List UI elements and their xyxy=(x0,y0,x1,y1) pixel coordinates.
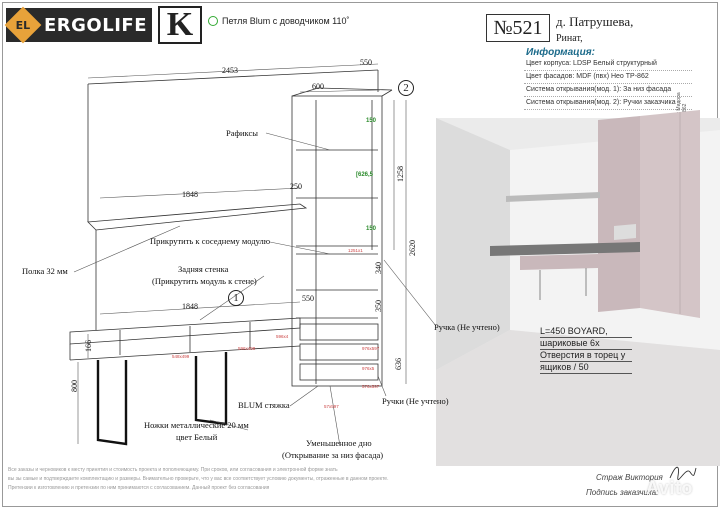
info-line: Цвет корпуса: LDSP Белый структурный xyxy=(524,58,692,71)
info-line: Система открывания(мод. 2): Ручки заказч… xyxy=(524,97,692,110)
dim-desk-height: 800 xyxy=(70,380,79,392)
room-render xyxy=(436,110,720,466)
k-mark: K xyxy=(158,6,202,44)
signature-label: Подпись заказчика: xyxy=(586,488,659,497)
customer-title: д. Патрушева, xyxy=(556,14,634,29)
order-number: №521 xyxy=(486,14,550,42)
label-blum-tie: BLUM стяжка xyxy=(238,400,290,410)
dim-total-height: 2620 xyxy=(408,240,417,256)
logo-text: ERGOLIFE xyxy=(44,14,147,36)
info-title: Информация: xyxy=(526,47,595,58)
avito-watermark: Avito xyxy=(646,478,693,498)
label-legs: Ножки металлические 20 мм xyxy=(144,420,249,430)
label-rafiks: Рафиксы xyxy=(226,128,258,138)
dim-section-a: 340 xyxy=(374,262,383,274)
dim-depth-top: 550 xyxy=(360,58,372,67)
ergolife-logo: EL ERGOLIFE xyxy=(4,6,152,44)
label-bottom: Уменьшенное дно xyxy=(306,438,372,448)
part-tag: 57x597 xyxy=(324,404,339,409)
customer-name: Ринат, xyxy=(556,33,583,44)
part-tag: 576x597 xyxy=(362,384,380,389)
circle-icon xyxy=(208,16,218,26)
dim-desk-top: 166 xyxy=(84,340,93,352)
dim-tower-height: 1258 xyxy=(396,166,405,182)
part-tag: 1251x1 xyxy=(348,248,363,253)
dim-shelf-length: 1848 xyxy=(182,190,198,199)
info-box: Цвет корпуса: LDSP Белый структурный Цве… xyxy=(524,58,692,110)
signature xyxy=(669,466,697,481)
dim-shelf-depth: 250 xyxy=(290,182,302,191)
module-2-marker: 2 xyxy=(398,80,414,96)
guard-name: Страж Виктория xyxy=(596,473,663,482)
hinge-note: Петля Blum с доводчиком 110˚ xyxy=(208,16,350,26)
part-tag: 596x4 xyxy=(276,334,289,339)
label-back-wall: Задняя стенка xyxy=(178,264,229,274)
dim-desk-length: 1848 xyxy=(182,302,198,311)
dim-tower-depth: 550 xyxy=(302,294,314,303)
green-tag: [626,5 xyxy=(356,172,374,178)
info-line: Система открывания(мод. 1): За низ фасад… xyxy=(524,84,692,97)
boyard-note: L=450 BOYARD, шариковые 6х Отверстия в т… xyxy=(540,326,632,374)
disclaimer: Все заказы и черновиков к месту принятия… xyxy=(8,467,389,491)
dim-tower-width: 600 xyxy=(312,82,324,91)
label-handles-drawers: Ручки (Не учтено) xyxy=(382,396,449,406)
label-handle-tower: Ручка (Не учтено) xyxy=(434,322,500,332)
part-tag: 976x597 xyxy=(362,346,380,351)
info-line: Цвет фасадов: MDF (пвх) Нео ТР-862 xyxy=(524,71,692,84)
part-tag: 548x499 xyxy=(172,354,190,359)
part-tag: 596x498 xyxy=(238,346,256,351)
module-1-marker: 1 xyxy=(228,290,244,306)
label-back-wall-note: (Прикрутить модуль к стене) xyxy=(152,276,257,286)
label-legs-color: цвет Белый xyxy=(176,432,218,442)
label-bottom-note: (Открывание за низ фасада) xyxy=(282,450,384,460)
part-tag: 976x5 xyxy=(362,366,375,371)
dim-drawers: 636 xyxy=(394,358,403,370)
label-shelf: Полка 32 мм xyxy=(22,266,68,276)
dim-total-width: 2453 xyxy=(222,66,238,75)
green-tag: 150 xyxy=(366,118,377,124)
label-attach: Прикрутить к соседнему модулю xyxy=(150,236,271,246)
dim-section-b: 350 xyxy=(374,300,383,312)
green-tag: 150 xyxy=(366,226,377,232)
